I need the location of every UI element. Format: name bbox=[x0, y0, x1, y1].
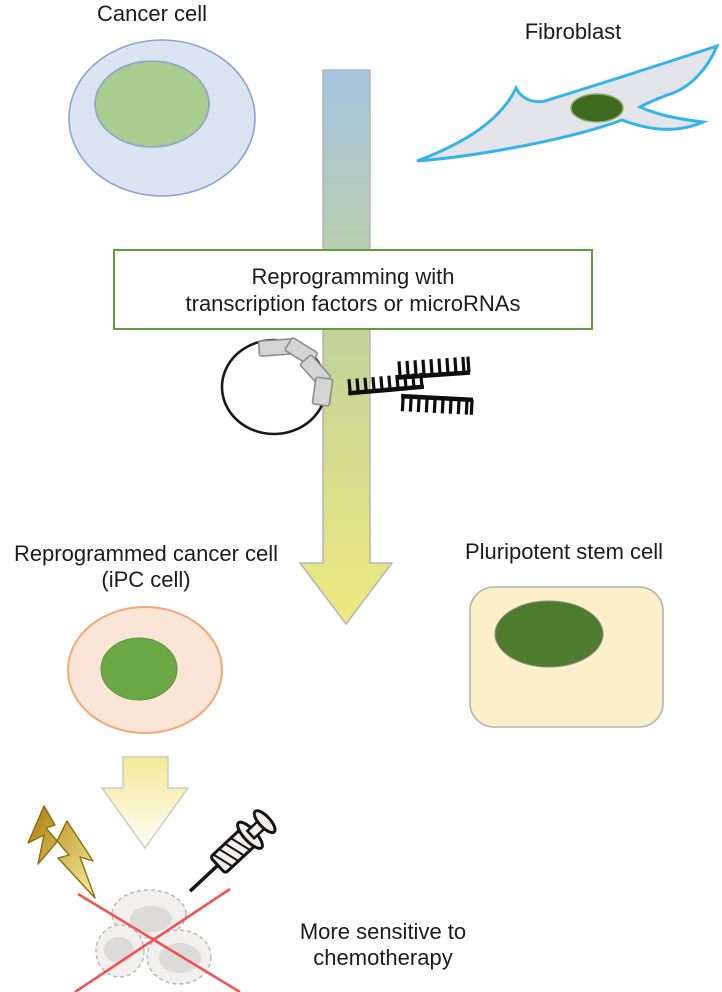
ipc-cell-label-line1: Reprogrammed cancer cell bbox=[13, 541, 279, 566]
gradient-down-arrow bbox=[298, 69, 394, 626]
cancer-cell-label: Cancer cell bbox=[96, 1, 208, 26]
reprogramming-box-line1: Reprogramming with bbox=[251, 263, 455, 289]
microrna-comb-icons bbox=[347, 356, 474, 415]
plasmid-icon bbox=[220, 337, 334, 436]
ipc-cell-nucleus bbox=[100, 637, 178, 701]
reprogramming-box: Reprogramming with transcription factors… bbox=[113, 249, 593, 330]
syringe-icon bbox=[188, 809, 277, 893]
stem-cell-nucleus bbox=[494, 600, 604, 668]
microrna-comb-bottom bbox=[400, 393, 474, 415]
small-fade-arrow bbox=[100, 756, 190, 850]
stem-cell-shape bbox=[469, 586, 664, 728]
microrna-comb-left bbox=[347, 372, 425, 396]
stem-cell-label: Pluripotent stem cell bbox=[464, 539, 664, 564]
microrna-comb-top bbox=[397, 356, 471, 380]
cancer-cell-nucleus bbox=[94, 60, 210, 148]
dead-cell-cluster-icon bbox=[95, 889, 212, 985]
ipc-cell-label-line2: (iPC cell) bbox=[101, 567, 191, 592]
ipc-cell-shape bbox=[67, 606, 223, 734]
chemotherapy-label-line1: More sensitive to bbox=[299, 919, 467, 944]
cancer-cell-shape bbox=[68, 39, 256, 197]
chemotherapy-label: More sensitive to chemotherapy bbox=[273, 919, 493, 971]
fibroblast-shape bbox=[416, 43, 720, 163]
fibroblast-nucleus bbox=[570, 93, 624, 123]
reprogramming-box-line2: transcription factors or microRNAs bbox=[185, 290, 521, 316]
fibroblast-label: Fibroblast bbox=[524, 19, 622, 44]
chemotherapy-label-line2: chemotherapy bbox=[313, 945, 453, 970]
lightning-bolt-icon bbox=[27, 805, 96, 899]
red-cross-icon bbox=[74, 887, 241, 992]
ipc-cell-label: Reprogrammed cancer cell (iPC cell) bbox=[0, 541, 292, 593]
